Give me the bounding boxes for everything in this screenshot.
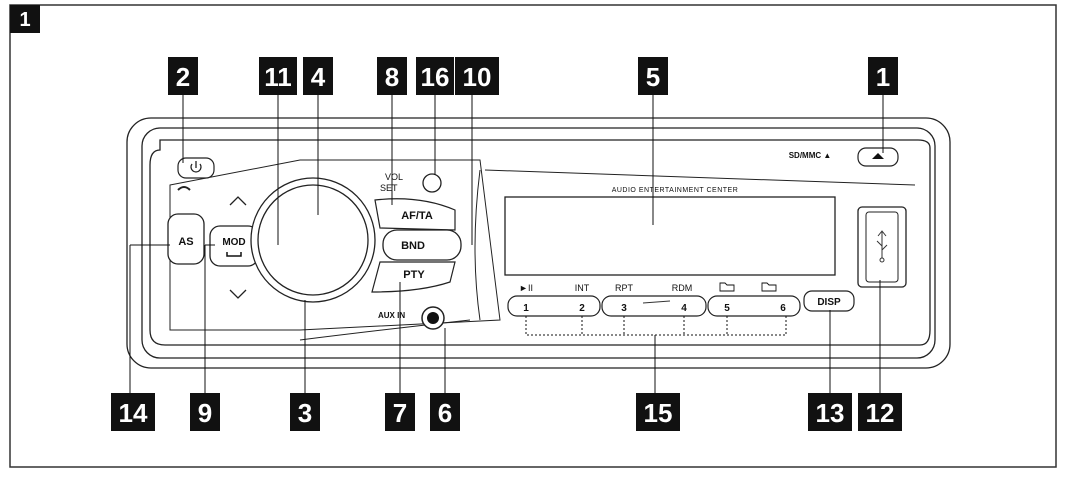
callout-14 [111,393,155,431]
callout-15-label: 15 [644,398,673,428]
callout-6-label: 6 [438,398,452,428]
preset-buttons: 1 2 3 4 5 6 [507,295,801,317]
callout-3 [290,393,320,431]
lower-sweep [299,319,471,341]
callout-6 [430,393,460,431]
volume-knob[interactable] [250,177,376,303]
preset-num-3: 3 [621,303,627,314]
preset-button-1-2[interactable] [507,295,601,317]
as-label: AS [178,236,193,248]
device-body [126,117,951,369]
bnd-button[interactable]: BND [382,229,462,261]
folder-down-icon [719,282,735,292]
sd-mmc-label: SD/MMC ▲ [789,151,832,160]
callout-13-label: 13 [816,398,845,428]
callout-1-label: 1 [876,62,890,92]
af-ta-label: AF/TA [401,210,433,222]
display-window [504,196,836,276]
callout-14-label: 14 [119,398,148,428]
callout-10-label: 10 [463,62,492,92]
leader-lines [129,95,884,393]
callout-11-label: 11 [264,62,292,92]
callout-5-label: 5 [646,62,660,92]
figure-frame [9,4,1057,468]
control-panel-outline [169,159,501,331]
usb-port[interactable] [857,206,907,288]
folder-up-icon [761,282,777,292]
preset-num-4: 4 [681,303,687,314]
callout-13 [808,393,852,431]
vol-label: VOL [385,172,403,182]
preset-num-5: 5 [724,303,730,314]
outer-trim [126,117,951,369]
callout-12-label: 12 [866,398,895,428]
preset-button-5-6[interactable] [707,295,801,317]
power-icon [190,161,202,173]
figure-label: 1 [19,9,30,31]
preset-num-1: 1 [523,303,529,314]
callout-2 [168,57,198,95]
power-button[interactable] [177,157,215,179]
display-top-edge [484,169,916,186]
preset-num-2: 2 [579,303,585,314]
callout-8 [377,57,407,95]
callouts-bottom: 14 9 3 7 6 15 13 12 [111,393,902,431]
callout-10 [455,57,499,95]
faceplate-outline [149,139,931,346]
pty-button[interactable]: PTY [371,261,456,293]
callout-4 [303,57,333,95]
eject-icon [872,153,884,159]
disp-label: DISP [817,297,841,308]
down-arrow-icon[interactable] [229,289,247,299]
callout-4-label: 4 [311,62,326,92]
ir-sensor [422,173,442,193]
usb-icon [876,230,888,263]
callout-9-label: 9 [198,398,212,428]
pty-label: PTY [403,269,425,281]
set-label: SET [380,183,398,193]
up-arrow-icon[interactable] [229,196,247,206]
disp-button[interactable]: DISP [803,290,855,312]
preset-button-3-4[interactable] [601,295,707,317]
volume-knob-center[interactable] [257,184,369,296]
preset-num-6: 6 [780,303,786,314]
callout-16 [416,57,454,95]
callout-2-label: 2 [176,62,190,92]
mod-label: MOD [222,237,245,248]
callout-12 [858,393,902,431]
display-title: AUDIO ENTERTAINMENT CENTER [612,187,739,194]
callout-7-label: 7 [393,398,407,428]
preset-fn-1: ►II [519,283,533,293]
af-ta-button[interactable]: AF/TA [374,198,456,231]
preset-fn-4: RDM [672,283,693,293]
callout-7 [385,393,415,431]
mod-underline-icon [226,252,242,257]
preset-function-labels: ►II INT RPT RDM [519,282,777,293]
aux-in-jack[interactable] [421,306,445,330]
callout-3-label: 3 [298,398,312,428]
panel-divider [474,169,481,321]
callout-15 [636,393,680,431]
aux-in-label: AUX IN [378,311,405,320]
as-button[interactable]: AS [167,213,205,265]
callout-9 [190,393,220,431]
callout-1 [868,57,898,95]
eject-button[interactable] [857,147,899,167]
mod-button[interactable]: MOD [209,225,259,267]
callout-11 [259,57,297,95]
inner-trim [141,127,936,359]
preset-bar [642,300,671,304]
preset-fn-2: INT [575,283,590,293]
figure-label-box [10,5,40,33]
phone-icon [177,186,191,191]
callout-8-label: 8 [385,62,399,92]
callouts-top: 2 11 4 8 16 10 5 1 [168,57,898,95]
bnd-label: BND [401,240,425,252]
callout-5 [638,57,668,95]
callout-16-label: 16 [421,62,450,92]
preset-fn-3: RPT [615,283,634,293]
